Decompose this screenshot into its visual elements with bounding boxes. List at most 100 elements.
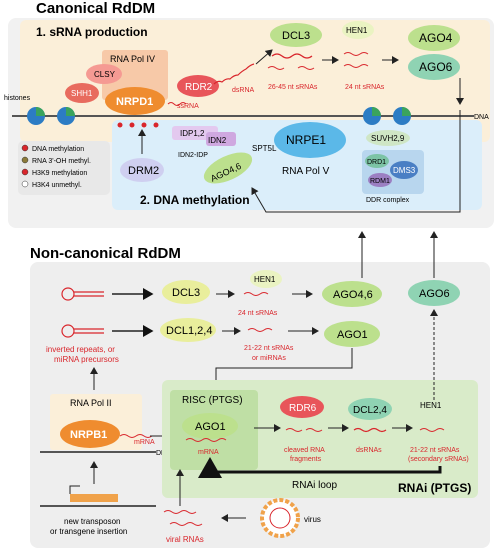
nc-ago6-label: AGO6 [419,288,450,300]
dna-label: DNA [474,114,489,121]
suvh29-label: SUVH2,9 [371,134,405,143]
hen1-label: HEN1 [346,26,368,35]
risc-ago1-label: AGO1 [195,421,226,433]
legend-marker [21,180,29,188]
section2-title: 2. DNA methylation [140,193,250,207]
fragments-label: fragments [290,456,322,463]
rna-pol-ii-label: RNA Pol II [70,398,112,408]
nc-dcl3-blob [162,280,210,304]
risc-ago1-blob [182,413,238,439]
clsy-label: CLSY [94,70,116,79]
dcl3-dsrna [271,53,313,59]
dcl3-srna-a [267,66,285,70]
dcl3-srna-b [297,66,315,70]
nc-dcl124-blob [160,318,216,342]
srna-26-45-label: 26-45 nt sRNAs [268,84,318,91]
rnai-ptgs-label: RNAi (PTGS) [398,481,471,495]
idn2-label: IDN2 [208,136,227,145]
arrow-ago1-to-risc [212,348,353,389]
hen1-srna-a [343,52,369,56]
nc-srna-24-strand [243,292,269,296]
ago4-blob [408,25,460,51]
ago6-label: AGO6 [419,60,453,74]
hen1-blob [342,21,374,39]
cleaved-rna-b [305,428,323,432]
nc-ago46-label: AGO4,6 [333,289,373,301]
idn2-block [206,132,236,146]
cleaved-rna-label: cleaved RNA [284,447,325,454]
legend-marker [21,144,29,152]
rna-pol-iv-block [102,50,168,100]
clsy-blob [86,64,122,84]
nc-hen1-label: HEN1 [254,275,276,284]
nrpe1-blob [274,122,346,158]
nc-or-mirnas-label: or miRNAs [252,355,286,362]
section1-title: 1. sRNA production [36,25,148,39]
rdr2-blob [177,75,219,97]
nc-mrna-label: mRNA [134,439,155,446]
nc-srna-24-label: 24 nt sRNAs [238,310,278,317]
rnai-loop-label: RNAi loop [292,480,337,491]
dcl3-blob [270,23,322,47]
shh1-label: SHH1 [71,89,93,98]
nucleosome-1 [27,107,45,125]
new-transposon-label: new transposon [64,517,120,526]
ssrna-label: ssRNA [177,103,199,110]
nucleosome-3 [363,107,381,125]
virus-icon [260,498,300,538]
dcl3-label: DCL3 [282,30,310,42]
secondary-srna-strand [419,428,445,432]
dms3-label: DMS3 [393,166,416,175]
nc-ago1-label: AGO1 [337,329,368,341]
inverted-repeats-label: inverted repeats, or [46,345,115,354]
drd1-label: DRD1 [367,159,386,166]
legend-box [18,141,110,195]
mrna-strand [119,434,153,438]
shh1-blob [65,83,99,103]
hairpin-2 [61,324,104,338]
legend-label: H3K9 methylation [32,170,87,177]
hairpin-1 [61,287,104,301]
transposon-block [70,494,118,502]
ago4-label: AGO4 [419,31,453,45]
drm2-label: DRM2 [128,165,159,177]
suvh29-blob [366,130,410,146]
rdr6-label: RDR6 [289,403,317,414]
nc-hen1-b-label: HEN1 [420,401,442,410]
drm2-blob [120,158,164,182]
nrpd1-blob [105,87,165,115]
ago6-blob [408,54,460,80]
hen1-srna-b [343,64,369,68]
drd1-blob [365,154,389,168]
virus-core-icon [269,507,291,529]
nucleosome-4 [393,107,411,125]
rdr6-blob [280,396,324,418]
legend-marker [21,156,29,164]
risc-mrna-label: mRNA [198,449,219,456]
mirna-precursors-label: miRNA precursors [54,355,119,364]
legend-label: H3K4 unmethyl. [32,182,82,189]
nc-dcl3-label: DCL3 [172,287,200,299]
nrpb1-blob [60,420,120,448]
nc-ago46-blob [322,281,382,307]
nc-hen1-blob [250,270,282,288]
risc-mrna-strand [185,438,227,442]
nc-dcl124-label: DCL1,2,4 [166,325,212,337]
ssrna-strand [167,102,187,106]
histones-label: histones [4,95,31,102]
rdm1-blob [368,173,392,187]
dsrnas-label: dsRNAs [356,447,382,454]
viral-rnas-label: viral RNAs [166,535,204,544]
virus-label: virus [304,515,321,524]
nucleosome-2 [57,107,75,125]
nrpd1-label: NRPD1 [116,96,153,108]
secondary-srna-label: 21-22 nt sRNAs [410,447,460,454]
legend-label: RNA 3'-OH methyl. [32,158,91,165]
nrpb1-label: NRPB1 [70,429,107,441]
idp12-label: IDP1,2 [180,129,205,138]
dsrna-strand [213,63,255,85]
dms3-blob [390,161,418,179]
nc-srna-2122-strand [247,328,273,332]
